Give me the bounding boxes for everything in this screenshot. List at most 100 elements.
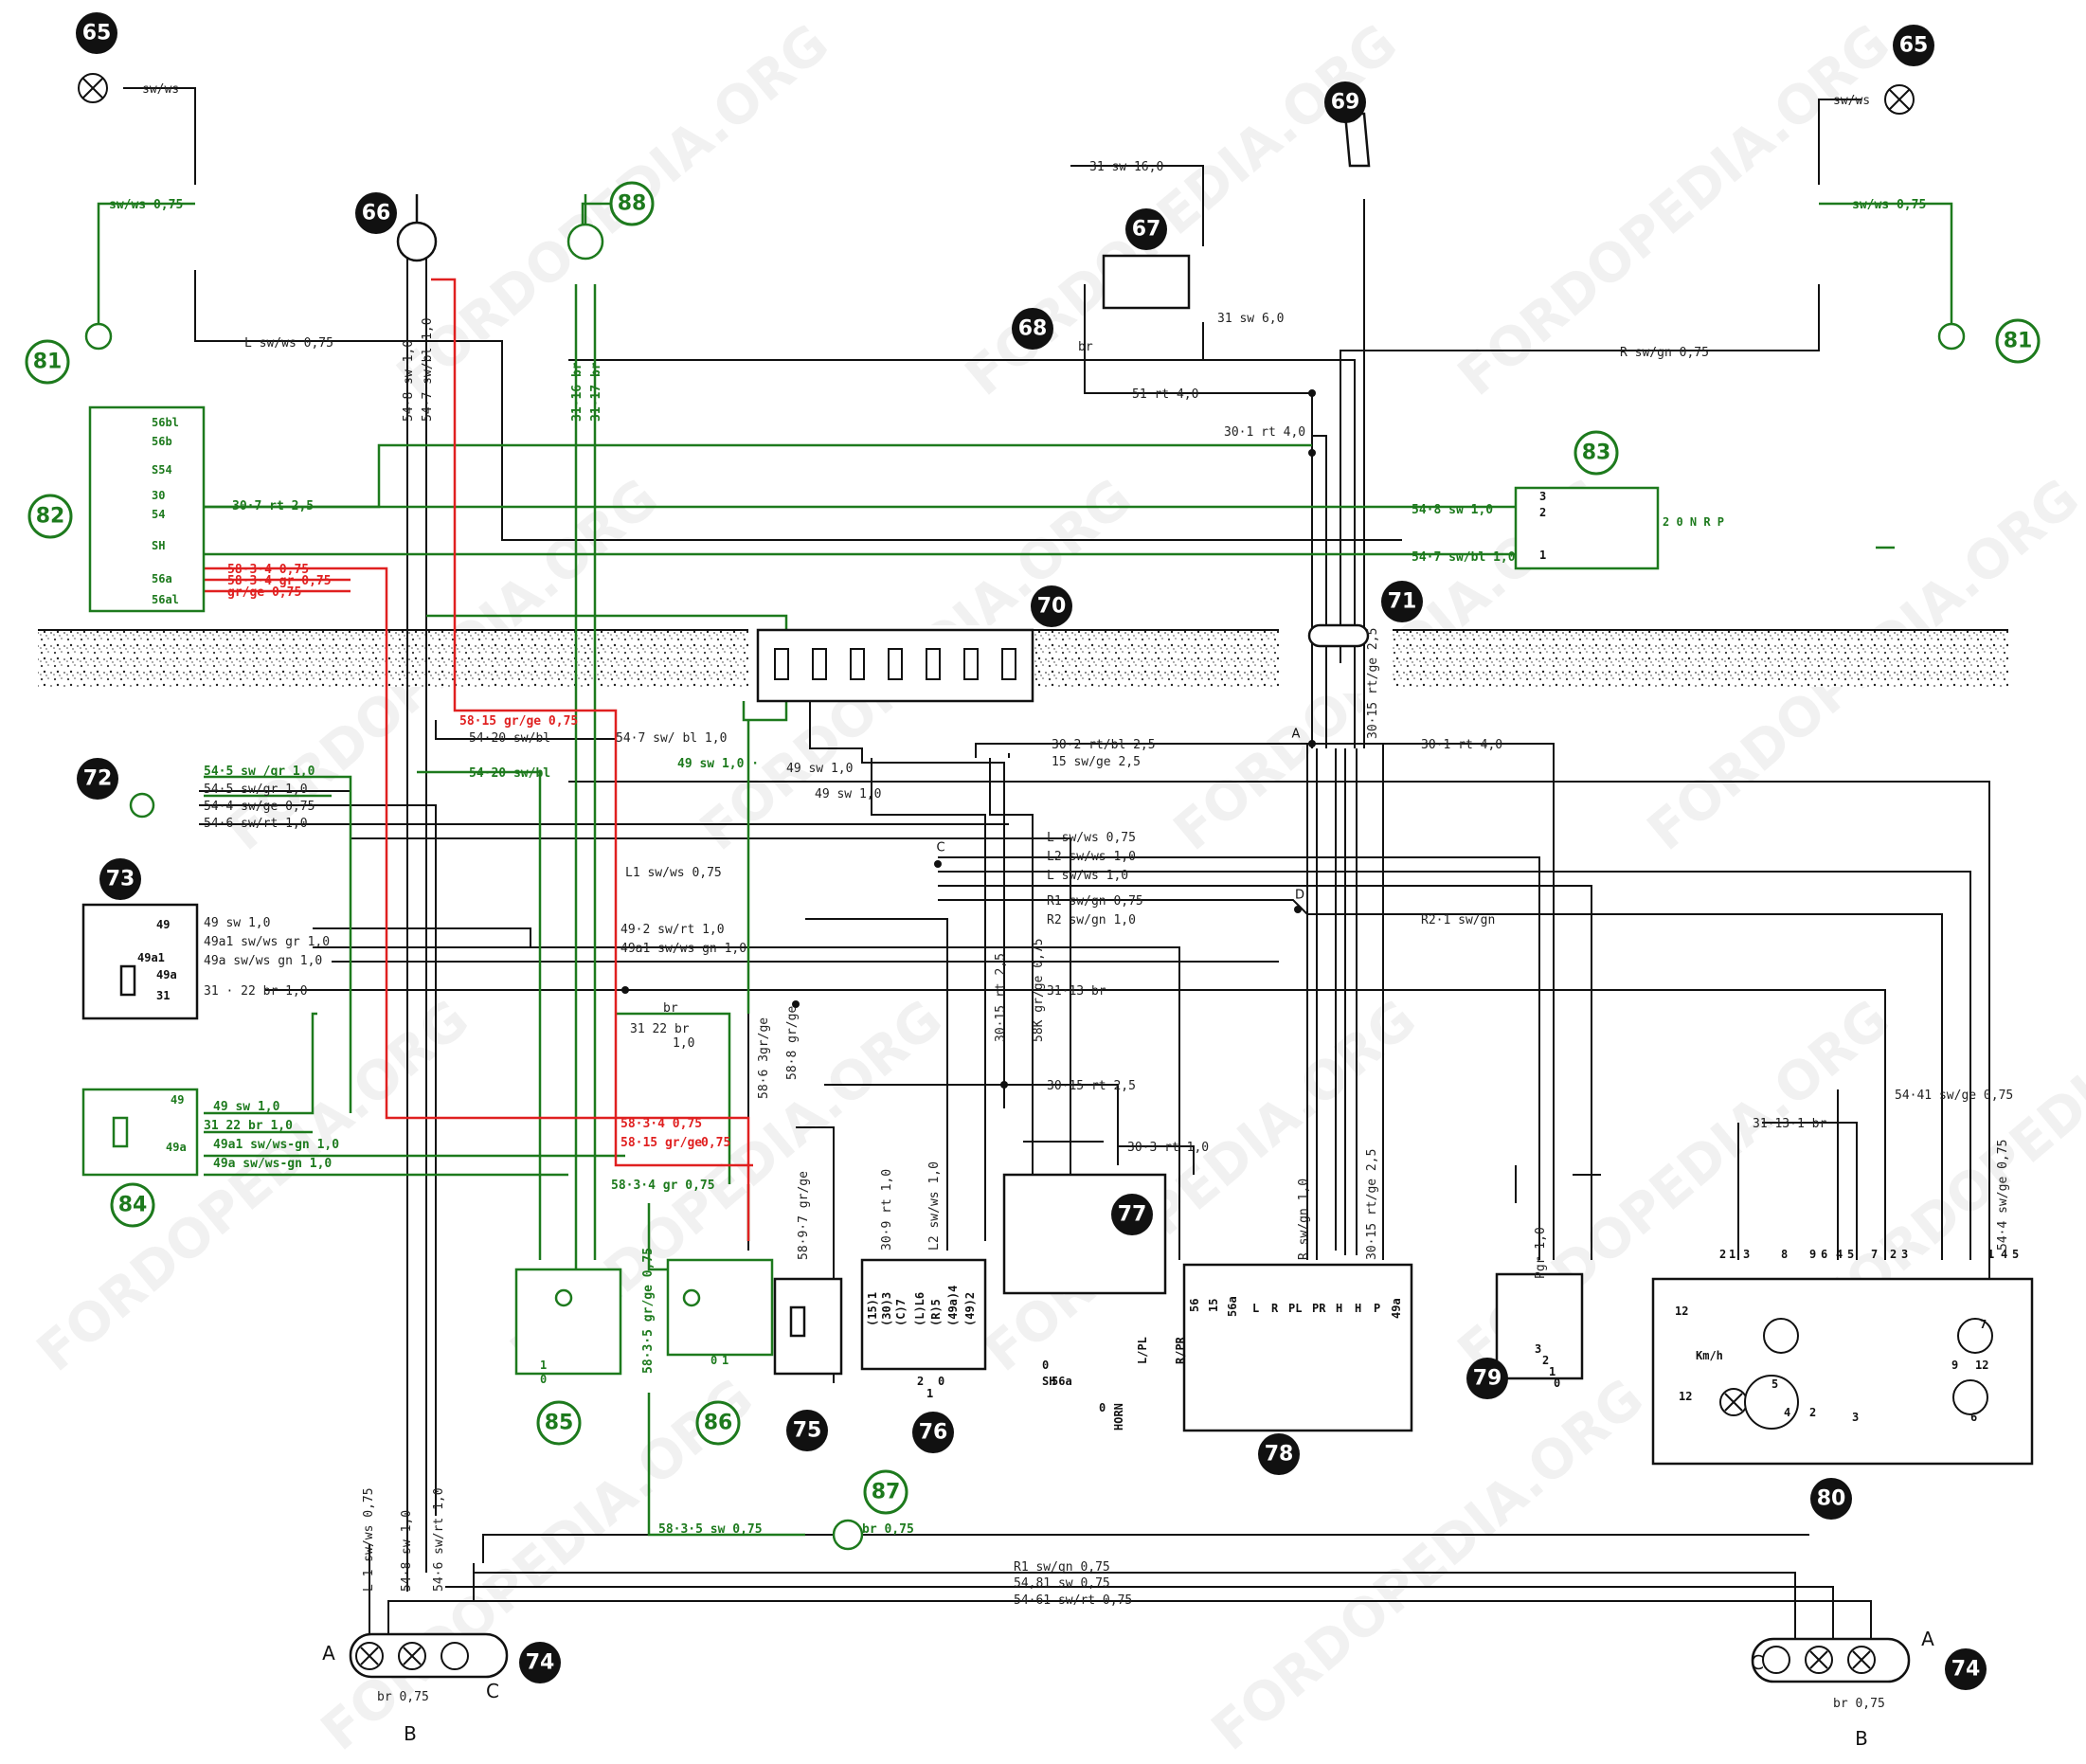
svg-text:80: 80 [1817,1487,1846,1511]
svg-text:br 0,75: br 0,75 [1833,1697,1885,1711]
svg-text:56b: 56b [152,435,172,448]
svg-text:5: 5 [1771,1377,1778,1391]
svg-text:31·13·1 br: 31·13·1 br [1753,1117,1826,1131]
svg-text:58·3·4 gr 0,75: 58·3·4 gr 0,75 [227,574,332,588]
svg-text:74: 74 [526,1651,555,1675]
svg-text:br: br [663,1001,678,1016]
svg-text:br 0,75: br 0,75 [862,1522,914,1537]
svg-text:31 22 br: 31 22 br [630,1022,690,1036]
svg-text:2 0 N R P: 2 0 N R P [1663,515,1724,529]
badge-65-right: 65 [1893,25,1934,66]
svg-text:82: 82 [36,505,65,529]
svg-text:B: B [1855,1727,1868,1750]
node-letters: A B C A B C A C D [322,728,1934,1751]
svg-text:54·8 sw 1,0: 54·8 sw 1,0 [400,1510,414,1592]
svg-text:1: 1 [1987,1248,1994,1261]
svg-text:2: 2 [1809,1406,1816,1419]
svg-text:sw/ws 0,75: sw/ws 0,75 [109,198,183,212]
svg-text:56: 56 [1188,1299,1201,1312]
svg-text:31·17 br: 31·17 br [589,362,603,422]
svg-text:54·5 sw /gr 1,0: 54·5 sw /gr 1,0 [204,765,315,779]
svg-text:L sw/ws 0,75: L sw/ws 0,75 [1047,831,1136,845]
svg-text:L1 sw/ws 0,75: L1 sw/ws 0,75 [625,866,722,880]
svg-text:54,81 sw 0,75: 54,81 sw 0,75 [1014,1576,1110,1591]
svg-text:0,75: 0,75 [701,1136,730,1150]
svg-text:1: 1 [1539,549,1546,562]
svg-text:5: 5 [2012,1248,2019,1261]
svg-text:74: 74 [1951,1658,1981,1682]
svg-text:(C)7: (C)7 [894,1299,908,1326]
svg-text:FORDOPEDIA.ORG: FORDOPEDIA.ORG [26,988,480,1383]
badge-83: 83 [1573,430,1619,476]
svg-text:54·41 sw/ge 0,75: 54·41 sw/ge 0,75 [1895,1089,2013,1103]
svg-text:Pgr 1,0: Pgr 1,0 [1534,1227,1548,1279]
component-badges: 65 65 66 67 68 69 70 71 72 73 74 74 75 7… [25,12,2041,1690]
badge-66: 66 [355,192,397,234]
svg-text:49 sw 1,0: 49 sw 1,0 [815,787,881,801]
badge-78: 78 [1258,1433,1300,1475]
svg-text:2: 2 [917,1375,924,1388]
wire-labels: sw/ws sw/ws sw/ws 0,75 sw/ws 0,75 L sw/w… [109,82,2013,1711]
badge-85: 85 [536,1400,582,1446]
svg-text:30: 30 [152,489,165,502]
svg-text:L 1 sw/ws 0,75: L 1 sw/ws 0,75 [362,1487,376,1592]
badge-65-left: 65 [76,12,117,54]
svg-text:65: 65 [82,22,112,45]
badge-76: 76 [912,1412,954,1453]
svg-text:C: C [1751,1651,1764,1674]
svg-text:1,0: 1,0 [673,1036,694,1051]
svg-text:58·3·5 gr/ge 0,75: 58·3·5 gr/ge 0,75 [641,1248,656,1374]
svg-text:31·16 br: 31·16 br [570,362,584,422]
svg-text:PR: PR [1312,1302,1326,1315]
badge-81-left: 81 [25,339,70,385]
svg-text:49 sw 1,0: 49 sw 1,0 [213,1100,280,1114]
svg-text:49a: 49a [1390,1298,1403,1319]
svg-text:30·15 rt/ge 2,5: 30·15 rt/ge 2,5 [1366,628,1380,739]
svg-text:49a: 49a [166,1141,187,1154]
svg-text:30·1 rt 4,0: 30·1 rt 4,0 [1224,425,1305,440]
svg-text:58·3·4 gr 0,75: 58·3·4 gr 0,75 [611,1179,715,1193]
lamp-marks [78,73,1993,1674]
svg-text:0: 0 [1042,1359,1049,1372]
svg-text:54·8 sw 1,0: 54·8 sw 1,0 [1412,503,1493,517]
svg-text:56a: 56a [1052,1375,1072,1388]
svg-text:L/PL: L/PL [1136,1337,1149,1364]
svg-text:31: 31 [156,989,170,1002]
badge-84: 84 [110,1182,155,1228]
svg-text:4: 4 [1836,1248,1843,1261]
svg-text:84: 84 [118,1194,148,1217]
red-wires [204,278,753,1241]
svg-text:9: 9 [1951,1359,1958,1372]
badge-82: 82 [27,494,73,539]
svg-text:SH: SH [152,539,165,552]
svg-text:58·8 gr/ge: 58·8 gr/ge [785,1006,800,1080]
svg-text:31 sw 6,0: 31 sw 6,0 [1217,312,1284,326]
svg-text:86: 86 [704,1412,733,1435]
svg-text:30·9 rt 1,0: 30·9 rt 1,0 [880,1169,894,1251]
svg-text:83: 83 [1582,441,1611,465]
svg-text:0: 0 [710,1354,717,1367]
svg-text:H: H [1355,1302,1361,1315]
svg-text:51 rt 4,0: 51 rt 4,0 [1132,387,1198,402]
svg-text:L: L [1252,1302,1259,1315]
svg-text:PL: PL [1288,1302,1302,1315]
svg-text:A: A [1921,1628,1934,1650]
svg-text:Km/h: Km/h [1696,1349,1723,1362]
svg-text:56a: 56a [152,572,172,585]
svg-text:L sw/ws 1,0: L sw/ws 1,0 [1047,869,1128,883]
junction-dots [621,389,1316,1089]
badge-71: 71 [1381,581,1423,622]
svg-text:30·7 rt 2,5: 30·7 rt 2,5 [232,499,314,513]
svg-text:68: 68 [1018,317,1048,341]
svg-text:6: 6 [1970,1411,1977,1424]
svg-text:30·1 rt 4,0: 30·1 rt 4,0 [1421,738,1502,752]
svg-text:49: 49 [156,918,170,931]
svg-text:3: 3 [1539,490,1546,503]
svg-text:81: 81 [33,351,63,374]
svg-text:B: B [404,1722,417,1745]
svg-text:54·20 sw/bl: 54·20 sw/bl [469,731,550,746]
badge-73: 73 [99,858,141,900]
svg-text:87: 87 [872,1481,901,1504]
svg-text:49 sw 1,0: 49 sw 1,0 [204,916,270,930]
svg-text:1: 1 [722,1354,728,1367]
